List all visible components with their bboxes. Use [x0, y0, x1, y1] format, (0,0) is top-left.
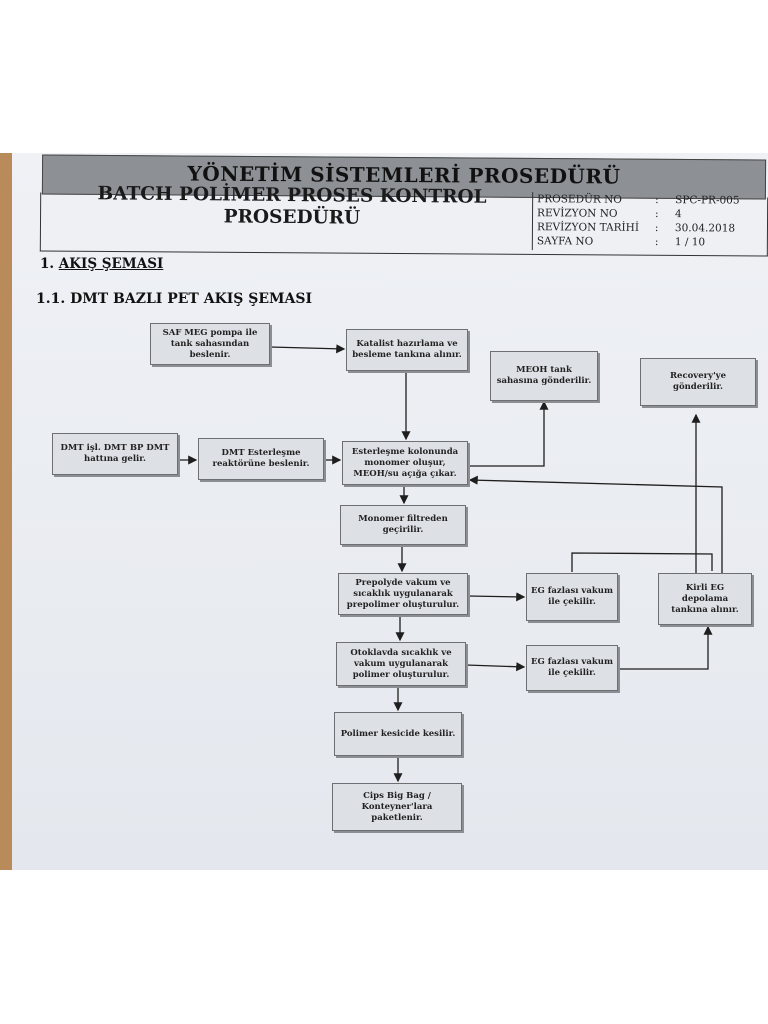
arrow-eg1-kirlieg [571, 552, 713, 572]
box-dmt-isl: DMT işl. DMT BP DMT hattına gelir. [52, 433, 178, 475]
box-saf-meg: SAF MEG pompa ile tank sahasından beslen… [150, 323, 270, 365]
section-heading: 1. AKIŞ ŞEMASI [40, 256, 163, 272]
arrow-prepolyde-eg1 [467, 592, 526, 602]
box-prepolyde: Prepolyde vakum ve sıcaklık uygulanarak … [338, 573, 468, 615]
box-katalist: Katalist hazırlama ve besleme tankına al… [346, 329, 468, 371]
section-number: 1. [40, 256, 55, 272]
arrow-safmeg-katalist [269, 344, 346, 354]
document-page: YÖNETİM SİSTEMLERİ PROSEDÜRÜ BATCH POLİM… [12, 153, 768, 870]
box-eg-fazlasi-1: EG fazlası vakum ile çekilir. [526, 573, 618, 621]
arrow-kirlieg-ester [468, 475, 723, 573]
box-monomer-filtre: Monomer filtreden geçirilir. [340, 505, 466, 545]
section-title: AKIŞ ŞEMASI [58, 256, 164, 272]
box-meoh-tank: MEOH tank sahasına gönderilir. [490, 351, 598, 401]
box-recovery: Recovery'ye gönderilir. [640, 358, 756, 406]
arrow-eg2-kirlieg [620, 625, 713, 670]
box-dmt-ester: DMT Esterleşme reaktörüne beslenir. [198, 438, 324, 480]
box-kirli-eg: Kirli EG depolama tankına alınır. [658, 573, 752, 625]
box-otoklav: Otoklavda sıcaklık ve vakum uygulanarak … [336, 642, 466, 686]
box-cips: Cips Big Bag / Konteyner'lara paketlenir… [332, 783, 462, 831]
arrow-otoklav-eg2 [465, 662, 526, 672]
subsection-heading: 1.1. DMT BAZLI PET AKIŞ ŞEMASI [36, 291, 313, 307]
desk-edge [0, 153, 12, 870]
box-eg-fazlasi-2: EG fazlası vakum ile çekilir. [526, 645, 618, 691]
flow-connectors [178, 344, 723, 783]
box-polimer-kesici: Polimer kesicide kesilir. [334, 712, 462, 756]
box-ester-kolon: Esterleşme kolonunda monomer oluşur, MEO… [342, 441, 468, 485]
arrow-ester-meoh [468, 400, 549, 467]
